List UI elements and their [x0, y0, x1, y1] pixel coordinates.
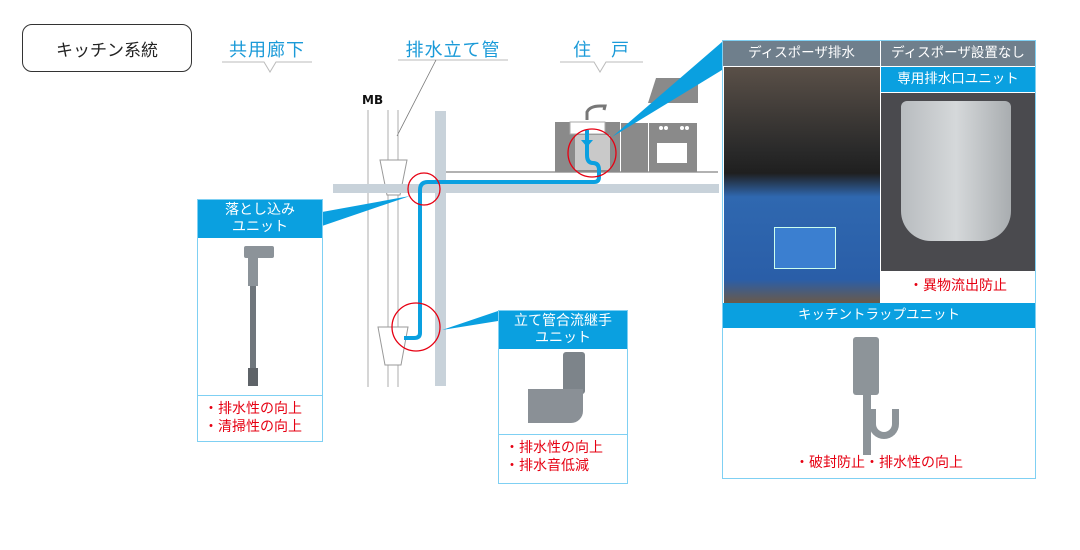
- stack-leader: [396, 59, 437, 137]
- card-title: 立て管合流継手: [514, 313, 612, 329]
- page-title: キッチン系統: [22, 24, 192, 72]
- card-header: 落とし込み ユニット: [198, 200, 322, 238]
- benefit-item: ・排水性の向上: [204, 401, 302, 417]
- trap-benefit: ・破封防止・排水性の向上: [795, 455, 963, 471]
- disposer-label-sticker: [774, 227, 836, 269]
- drop-in-unit-card: 落とし込み ユニット ・排水性の向上 ・清掃性の向上: [197, 199, 323, 442]
- highlight-circle: [567, 128, 617, 178]
- trap-unit-header: キッチントラップユニット: [723, 303, 1035, 328]
- confluence-joint-unit-card: 立て管合流継手 ユニット ・排水性の向上 ・排水音低減: [498, 310, 628, 484]
- trap-bend: [869, 409, 899, 439]
- corridor-underline: [222, 61, 312, 73]
- outlet-unit-photo: [881, 93, 1035, 271]
- cabinet: [621, 123, 648, 172]
- joint-unit-image: [499, 349, 627, 434]
- floor-slab: [333, 184, 719, 193]
- benefit-list: ・排水性の向上 ・排水音低減: [499, 434, 627, 479]
- trap-unit-image: [853, 337, 879, 395]
- mb-label: MB: [362, 93, 384, 107]
- callout-joint: [442, 311, 498, 330]
- corridor-label: 共用廊下: [229, 40, 305, 61]
- highlight-circle: [391, 302, 441, 352]
- callout-right: [612, 42, 722, 137]
- benefit-item: ・清掃性の向上: [204, 419, 302, 435]
- faucet: [585, 104, 607, 120]
- stack-label: 排水立て管: [405, 40, 501, 61]
- funnel-lower: [377, 326, 409, 366]
- card-title: ユニット: [535, 330, 591, 346]
- callout-drop: [322, 196, 410, 226]
- drop-in-unit-image: [198, 238, 322, 395]
- fixture-panel: ディスポーザ排水 ディスポーザ設置なし 専用排水口ユニット ・異物流出防止 キッ…: [722, 40, 1036, 479]
- unit-underline: [560, 61, 643, 73]
- highlight-circle: [407, 172, 441, 206]
- no-disposer-header: ディスポーザ設置なし: [881, 41, 1035, 66]
- unit-label: 住 戸: [573, 40, 630, 61]
- benefit-item: ・排水音低減: [505, 458, 589, 474]
- benefit-list: ・排水性の向上 ・清掃性の向上: [198, 395, 322, 440]
- disposer-header: ディスポーザ排水: [723, 41, 880, 66]
- disposer-photo: [724, 67, 880, 303]
- trap-pipe: [863, 395, 871, 455]
- card-title: 落とし込み: [225, 202, 295, 218]
- card-header: 立て管合流継手 ユニット: [499, 311, 627, 349]
- outlet-benefit: ・異物流出防止: [909, 278, 1007, 294]
- wall: [435, 111, 446, 386]
- drain-pipe: [404, 130, 601, 340]
- card-title: ユニット: [232, 219, 288, 235]
- outlet-unit-header: 専用排水口ユニット: [881, 67, 1035, 92]
- benefit-item: ・排水性の向上: [505, 440, 603, 456]
